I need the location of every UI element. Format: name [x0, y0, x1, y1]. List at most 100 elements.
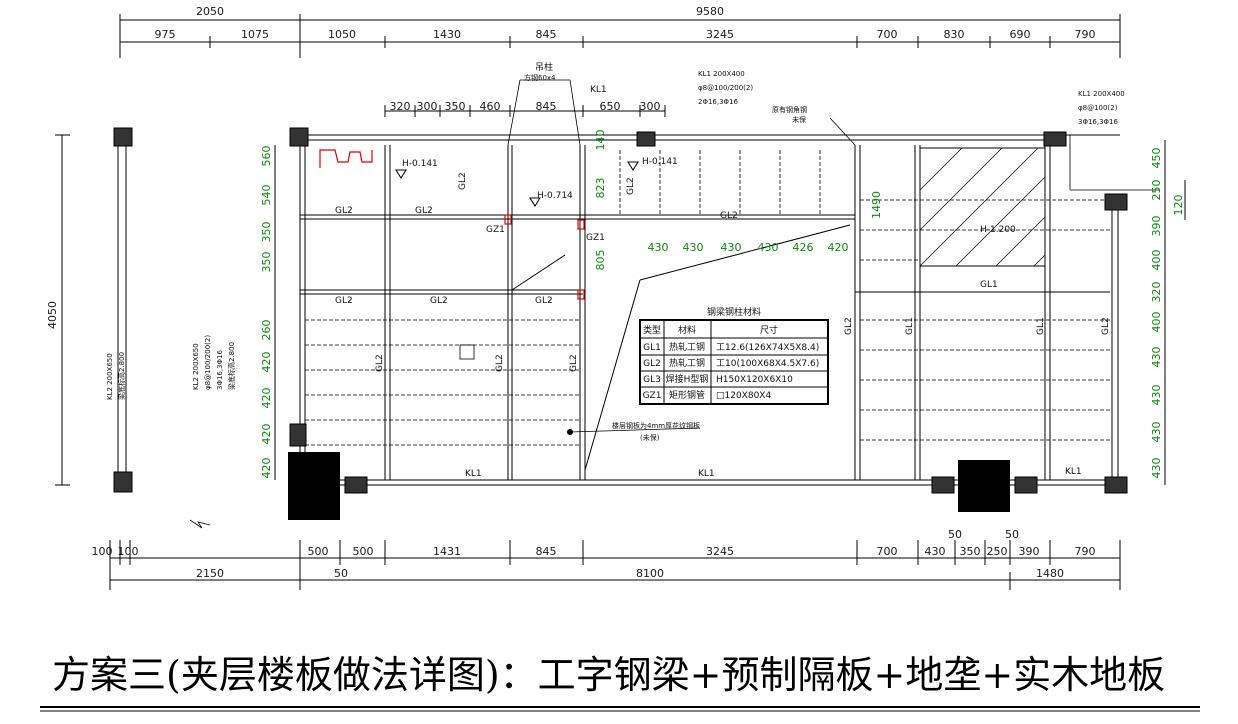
note-kl2-mid-4: 梁底标高2.800	[227, 342, 236, 390]
dim-left-420d: 420	[260, 458, 273, 479]
dim-green-430b: 430	[683, 241, 704, 254]
structural-outline	[117, 134, 1120, 486]
dim-top-9580: 9580	[696, 5, 724, 18]
dim-sub-460: 460	[480, 100, 501, 113]
dim-right-430c: 430	[1150, 422, 1163, 443]
note-kl1-right-1: KL1 200X400	[1078, 90, 1125, 98]
table-header-type: 类型	[643, 324, 661, 336]
note-kl1-top-3: 2Φ16,3Φ16	[698, 98, 739, 106]
dim-right-320: 320	[1150, 282, 1163, 303]
label-gl2-v5: GL2	[569, 354, 579, 372]
label-kl1-3: KL1	[1065, 467, 1082, 477]
dim-green-430c: 430	[721, 241, 742, 254]
table-header-material: 材料	[678, 324, 696, 336]
beam-spec-notes: KL1 200X400 φ8@100/200(2) 2Φ16,3Φ16 KL1 …	[106, 70, 1125, 442]
note-kl2-mid-2: φ8@100/200(2)	[204, 335, 212, 390]
table-row: GZ1 矩形钢管 □120X80X4	[643, 389, 772, 401]
table-title: 钢梁钢柱材料	[707, 306, 761, 318]
materials-table-frame	[639, 319, 829, 405]
dim-sub-320: 320	[390, 100, 411, 113]
dim-right-430b: 430	[1150, 385, 1163, 406]
dim-bot-350: 350	[960, 545, 981, 558]
mid-vertical-dims: 140 823 805 1490	[594, 130, 883, 271]
dim-left-260: 260	[260, 320, 273, 341]
label-gl2-4: GL2	[335, 296, 353, 306]
right-vertical-dims: 450 250 390 400 320 400 430 430 430 430 …	[1150, 148, 1185, 479]
label-kl1-2: KL1	[698, 469, 715, 479]
dim-sub-300b: 300	[640, 100, 661, 113]
table-header: 类型 材料 尺寸	[643, 324, 778, 336]
top-dimension-lines	[119, 14, 1121, 117]
dim-overall-4050: 4050	[46, 301, 59, 329]
dim-left-420a: 420	[260, 352, 273, 373]
dim-bot-100b: 100	[118, 545, 139, 558]
label-gl1-v1: GL1	[905, 317, 915, 335]
drawing-title: 方案三(夹层楼板做法详图)：工字钢梁+预制隔板+地垄+实木地板	[52, 653, 1165, 697]
dim-sub-650: 650	[600, 100, 621, 113]
note-kl2-left-2: 梁底标高2.800	[117, 352, 126, 400]
columns	[113, 127, 1128, 494]
dim-bot-2150: 2150	[196, 567, 224, 580]
table-cell: 工10(100X68X4.5X7.6)	[716, 359, 819, 369]
level-markers	[395, 161, 639, 207]
dim-left-350a: 350	[260, 222, 273, 243]
leader-lines	[189, 79, 1160, 529]
dim-green-430a: 430	[648, 241, 669, 254]
label-gl2-2: GL2	[415, 206, 433, 216]
dim-top-790: 790	[1075, 28, 1096, 41]
note-kl2-mid-1: KL2 200X650	[192, 343, 200, 390]
label-hanger-spec: 方钢60x4	[524, 73, 556, 82]
dim-bot-1480: 1480	[1036, 567, 1064, 580]
rotated-beam-labels: GL2 GL2 GL2 GL2 GL2 GL2 GL1 GL1 GL2	[375, 172, 1111, 372]
note-kl1-top-2: φ8@100/200(2)	[698, 84, 753, 92]
dim-right-120: 120	[1172, 195, 1185, 216]
stair-hatch	[919, 147, 1046, 267]
dim-right-400b: 400	[1150, 312, 1163, 333]
dim-bot-250: 250	[987, 545, 1008, 558]
label-gl2-5: GL2	[430, 296, 448, 306]
dim-top-830: 830	[944, 28, 965, 41]
label-gl2-v2: GL2	[626, 177, 636, 195]
dim-right-390: 390	[1150, 216, 1163, 237]
dim-mid-805: 805	[594, 250, 607, 271]
label-gl2-v6: GL2	[844, 317, 854, 335]
label-gz1-1: GZ1	[486, 225, 505, 235]
dim-top-975: 975	[155, 28, 176, 41]
table-cell: 矩形钢管	[669, 389, 705, 401]
dim-top-845: 845	[536, 28, 557, 41]
table-row: GL2 热轧工钢 工10(100X68X4.5X7.6)	[643, 357, 819, 369]
note-kl1-top-1: KL1 200X400	[698, 70, 745, 78]
note-steel-angle: 原有钢角钢	[772, 105, 807, 114]
dim-mid-823: 823	[594, 178, 607, 199]
dim-bot-50: 50	[334, 567, 348, 580]
dim-left-420c: 420	[260, 424, 273, 445]
dim-bot-845: 845	[536, 545, 557, 558]
table-row: GL3 焊接H型钢 H150X120X6X10	[643, 373, 793, 385]
dim-top-3245: 3245	[706, 28, 734, 41]
beam-labels: GL2 GL2 GL2 GL2 GL2 GL2 KL1 KL1 KL1 KL1 …	[335, 61, 1082, 479]
dim-left-540: 540	[260, 185, 273, 206]
left-vertical-dims: 560 540 350 350 260 420 420 420 420	[260, 146, 273, 479]
label-gl2-v7: GL2	[1101, 317, 1111, 335]
table-header-size: 尺寸	[760, 324, 778, 336]
label-gz1-2: GZ1	[586, 233, 605, 243]
note-plate-sub: (未保)	[640, 433, 660, 442]
label-kl1-1: KL1	[465, 469, 482, 479]
dim-left-560: 560	[260, 146, 273, 167]
dim-green-426: 426	[793, 241, 814, 254]
label-gl2-v4: GL2	[495, 354, 505, 372]
note-kl1-right-2: φ8@100(2)	[1078, 104, 1118, 112]
dim-left-420b: 420	[260, 388, 273, 409]
gz1-posts	[319, 149, 585, 300]
dim-right-430a: 430	[1150, 347, 1163, 368]
dim-bot-1431: 1431	[433, 545, 461, 558]
dim-top-700: 700	[877, 28, 898, 41]
dim-bot-700: 700	[877, 545, 898, 558]
dim-right-430d: 430	[1150, 458, 1163, 479]
dim-bot-790: 790	[1075, 545, 1096, 558]
dim-mid-140: 140	[594, 130, 607, 151]
label-level-141b: H-0.141	[642, 157, 678, 167]
note-kl2-mid-3: 3Φ16,3Φ16	[216, 349, 224, 390]
